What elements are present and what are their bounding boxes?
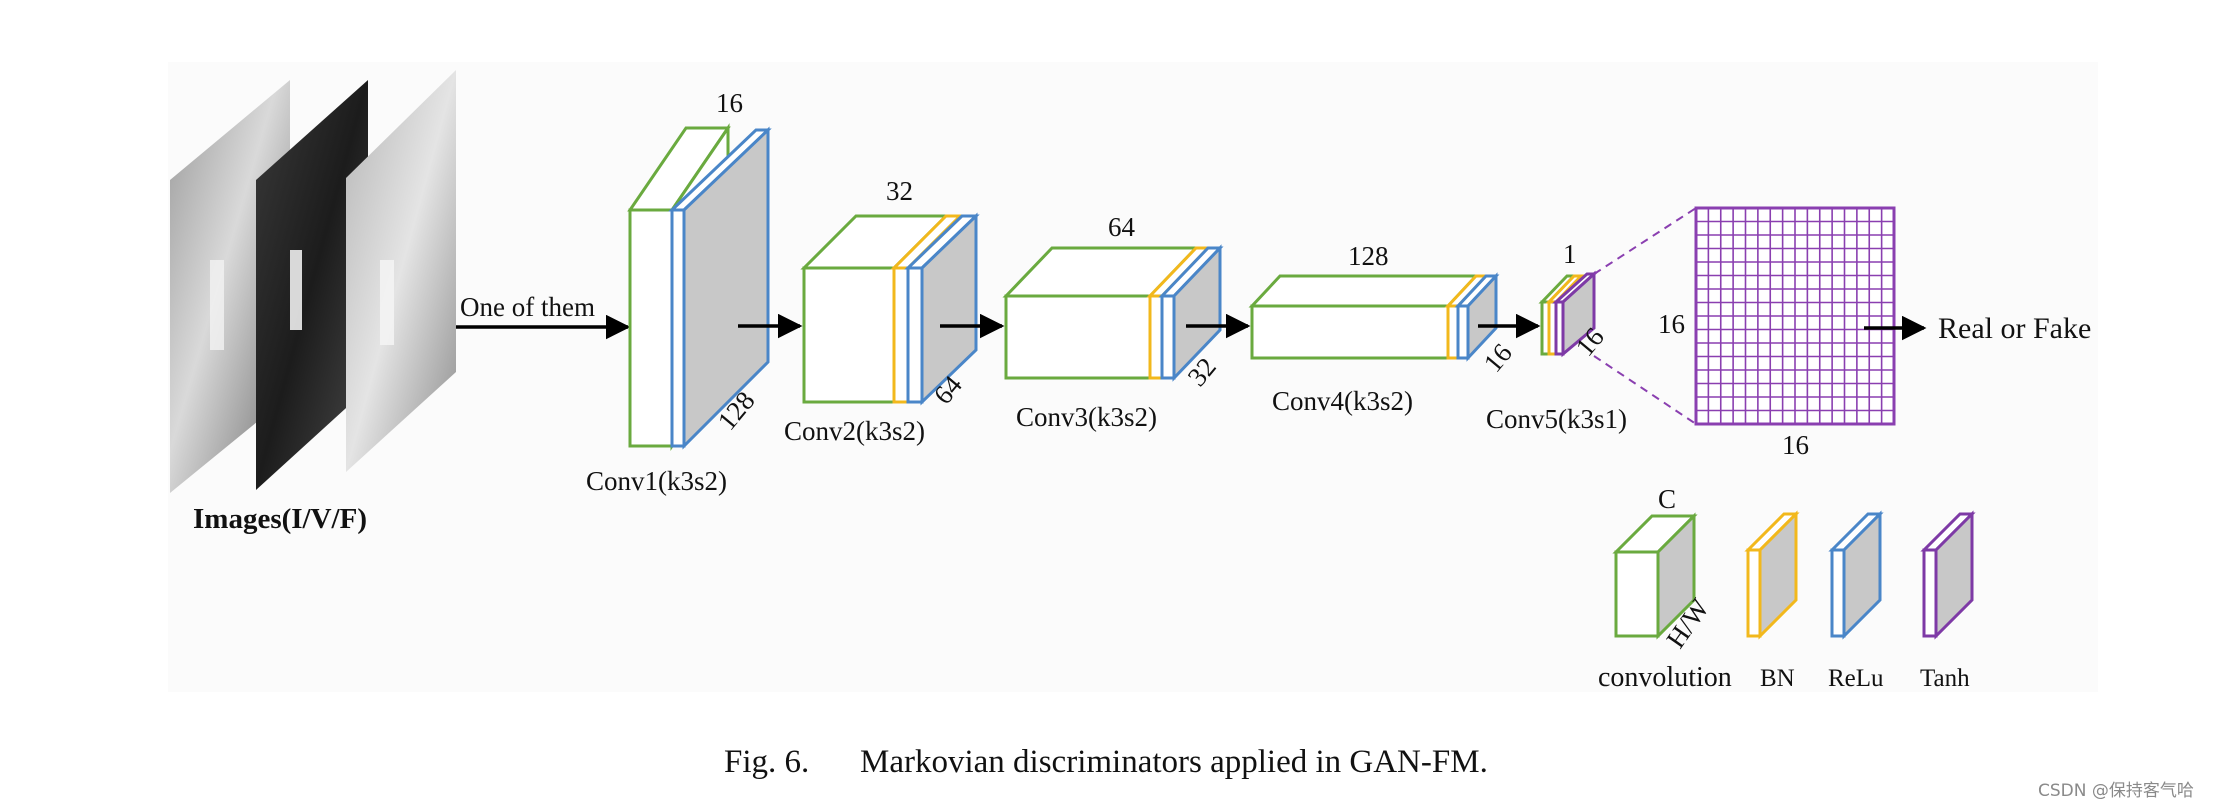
conv5-channels: 1 bbox=[1563, 239, 1577, 269]
conv3-front bbox=[1004, 294, 1152, 380]
projection-line-top bbox=[1593, 207, 1697, 275]
input-images-stack bbox=[170, 70, 456, 493]
watermark: CSDN @保持客气哈 bbox=[2038, 781, 2194, 801]
conv5-block bbox=[1538, 270, 1598, 358]
conv2-relu-side bbox=[920, 212, 978, 406]
conv3-relu-side bbox=[1172, 244, 1222, 382]
conv3-block bbox=[1002, 244, 1224, 382]
conv1-label: Conv1(k3s2) bbox=[586, 466, 727, 496]
input-label: Images(I/V/F) bbox=[193, 503, 367, 535]
conv4-label: Conv4(k3s2) bbox=[1272, 386, 1413, 416]
caption-number: Fig. 6. bbox=[724, 744, 809, 780]
conv3-label: Conv3(k3s2) bbox=[1016, 402, 1157, 432]
infrared-image bbox=[256, 80, 368, 490]
patch-output-grid bbox=[1694, 206, 1896, 426]
legend: C H/W convolution BN ReLu Tanh bbox=[1598, 484, 1976, 693]
legend-tanh-swatch bbox=[1920, 510, 1976, 640]
legend-relu-swatch bbox=[1828, 510, 1884, 640]
grid-width-label: 16 bbox=[1782, 430, 1809, 460]
conv1-front bbox=[628, 208, 674, 448]
legend-tanh-label: Tanh bbox=[1920, 665, 1970, 692]
conv2-front bbox=[802, 266, 896, 404]
conv5-tanh-side bbox=[1561, 270, 1596, 358]
conv4-relu-side bbox=[1466, 272, 1498, 362]
conv2-block bbox=[800, 212, 980, 406]
legend-convolution-cube bbox=[1612, 512, 1698, 640]
conv1-relu-front bbox=[670, 208, 686, 448]
legend-bn-swatch bbox=[1744, 510, 1800, 640]
conv2-channels: 32 bbox=[886, 176, 913, 206]
projection-line-bottom bbox=[1593, 355, 1697, 425]
caption-text: Markovian discriminators applied in GAN-… bbox=[860, 744, 1488, 780]
conv2-label: Conv2(k3s2) bbox=[784, 416, 925, 446]
legend-channel-label: C bbox=[1658, 484, 1676, 514]
fused-image bbox=[346, 70, 456, 472]
conv3-bn-front bbox=[1148, 294, 1164, 380]
conv5-bn-top bbox=[1545, 274, 1585, 304]
conv3-relu-front bbox=[1160, 294, 1176, 380]
legend-bn-label: BN bbox=[1760, 665, 1795, 692]
conv1-block bbox=[627, 123, 772, 451]
conv2-bn-front bbox=[892, 266, 910, 404]
conv3-channels: 64 bbox=[1108, 212, 1136, 242]
input-arrow-label: One of them bbox=[460, 292, 595, 322]
conv4-block bbox=[1248, 272, 1500, 362]
legend-relu-label: ReLu bbox=[1828, 665, 1884, 692]
grid-height-label: 16 bbox=[1658, 309, 1685, 339]
conv1-relu-side bbox=[682, 126, 770, 450]
legend-convolution-label: convolution bbox=[1598, 662, 1732, 693]
conv1-channels: 16 bbox=[716, 88, 743, 118]
conv4-channels: 128 bbox=[1348, 241, 1389, 271]
conv2-relu-front bbox=[906, 266, 924, 404]
conv5-label: Conv5(k3s1) bbox=[1486, 404, 1627, 434]
output-label: Real or Fake bbox=[1938, 312, 2091, 345]
conv4-front bbox=[1250, 304, 1450, 360]
conv4-top bbox=[1248, 274, 1480, 308]
